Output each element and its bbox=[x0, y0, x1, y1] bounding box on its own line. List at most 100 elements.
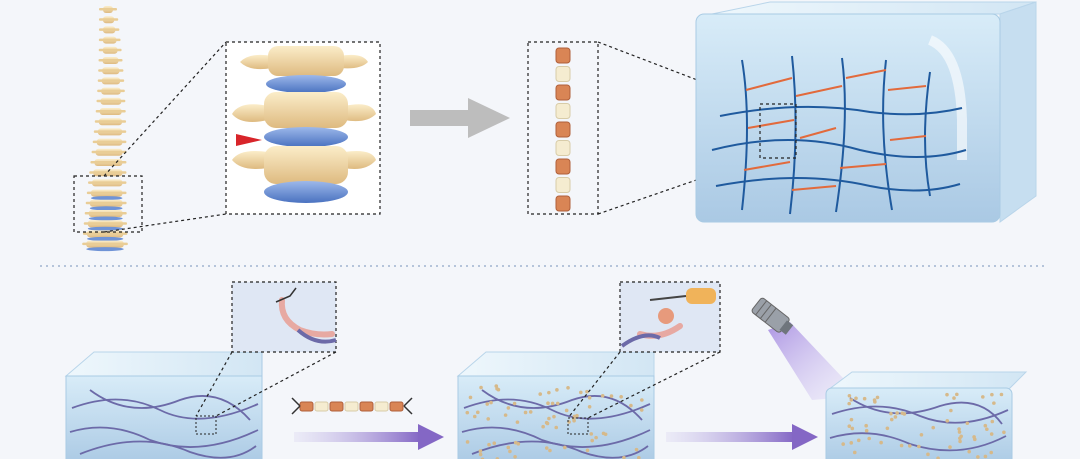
crosslinker-bead bbox=[847, 424, 852, 429]
crosslinker-bead bbox=[640, 398, 644, 402]
lumbar-vertebrae-illustration bbox=[225, 41, 381, 215]
crosslinker-bead bbox=[590, 438, 595, 443]
crosslinker-bead bbox=[889, 411, 893, 416]
crosslinker-bead bbox=[587, 404, 592, 409]
crosslinker-bead bbox=[990, 419, 995, 424]
vertebra-process bbox=[95, 110, 126, 113]
crosslinker-bead bbox=[528, 410, 533, 414]
crosslinker-bead bbox=[600, 393, 605, 398]
dumbbell-segment bbox=[329, 401, 344, 412]
crosslinker-bead bbox=[541, 424, 545, 429]
vertebra-process bbox=[82, 242, 128, 246]
crosslinker-bead bbox=[465, 410, 470, 415]
dumbbell-crosslinker bbox=[291, 397, 413, 415]
crosslinker-bead bbox=[981, 395, 985, 399]
chain-soft-segment bbox=[555, 103, 571, 119]
vertebra-process bbox=[94, 120, 127, 123]
purple-arrow-one bbox=[294, 424, 444, 450]
crosslinker-bead bbox=[506, 406, 511, 410]
crosslinker-bead bbox=[546, 401, 550, 406]
crosslinker-bead bbox=[585, 389, 589, 394]
vertebra-process bbox=[89, 171, 127, 174]
spinal-disc bbox=[88, 216, 123, 221]
crosslinker-bead bbox=[873, 400, 877, 404]
crosslinker-bead bbox=[864, 423, 868, 428]
crosslinker-bead bbox=[957, 430, 962, 434]
vertebra-process bbox=[96, 99, 126, 103]
crosslinker-bead bbox=[936, 456, 940, 459]
crosslinker-bead bbox=[495, 386, 499, 391]
crosslinker-bead bbox=[907, 444, 912, 448]
zoom-line-lower bbox=[103, 213, 227, 233]
crosslinker-bead bbox=[989, 432, 994, 436]
crosslinker-bead bbox=[587, 395, 592, 400]
crosslinker-bead bbox=[622, 455, 626, 459]
mixed-zoom-box bbox=[567, 417, 589, 435]
crosslinker-bead bbox=[547, 416, 551, 421]
vertebra-process bbox=[83, 222, 127, 225]
spinal-disc bbox=[87, 226, 123, 231]
vertebra-process bbox=[98, 38, 121, 42]
spinal-disc bbox=[86, 236, 124, 241]
crosslinker-bead bbox=[889, 417, 894, 422]
red-pointer-arrow bbox=[236, 134, 262, 146]
crosslinker-bead bbox=[849, 441, 854, 445]
crosslinker-chain-illustration bbox=[527, 41, 599, 215]
chain-soft-segment bbox=[555, 177, 571, 193]
crosslinker-bead bbox=[585, 448, 590, 453]
spine-zoom-box bbox=[73, 175, 143, 233]
crosslinker-bead bbox=[555, 388, 559, 392]
crosslinker-bead bbox=[850, 426, 855, 431]
crosslinker-bead bbox=[949, 408, 953, 413]
crosslinker-bead bbox=[554, 425, 559, 430]
dumbbell-segment bbox=[299, 401, 314, 412]
crosslinker-bead bbox=[854, 396, 858, 401]
dumbbell-segment bbox=[314, 401, 329, 412]
network-zoom-box bbox=[759, 103, 797, 159]
vertebra-process bbox=[82, 232, 128, 235]
zoom-line-upper bbox=[103, 41, 227, 177]
crosslinker-bead bbox=[957, 427, 961, 431]
crosslinker-bead bbox=[485, 402, 490, 406]
crosslinker-bead bbox=[636, 455, 641, 459]
crosslinker-bead bbox=[465, 440, 470, 444]
crosslinker-bead bbox=[506, 445, 511, 450]
crosslinker-bead bbox=[544, 420, 549, 425]
vertebra-process bbox=[85, 201, 127, 205]
vertebra-process bbox=[97, 79, 125, 82]
dumbbell-segment bbox=[389, 401, 404, 412]
crosslinker-bead bbox=[513, 440, 518, 445]
chain-zoom-box bbox=[527, 41, 599, 215]
spinal-disc bbox=[86, 247, 124, 252]
dumbbell-end-right bbox=[403, 397, 413, 415]
crosslinker-bead bbox=[563, 445, 567, 450]
crosslinker-bead bbox=[579, 390, 583, 395]
crosslinker-bead bbox=[856, 438, 861, 443]
crosslinker-bead bbox=[548, 448, 552, 453]
mixed-gel-cube bbox=[456, 351, 655, 459]
crosslinker-bead bbox=[983, 423, 988, 428]
crosslinker-bead bbox=[976, 455, 980, 459]
crosslinker-bead bbox=[879, 440, 883, 445]
crosslinker-bead bbox=[983, 454, 988, 459]
chain-zoom-line-lower bbox=[597, 157, 761, 215]
spinal-disc bbox=[90, 196, 123, 201]
crosslinker-bead bbox=[508, 449, 512, 454]
crosslinker-bead bbox=[479, 385, 483, 390]
vertebra-process bbox=[98, 28, 120, 31]
spine-illustration bbox=[82, 6, 128, 252]
crosslinker-bead bbox=[639, 408, 644, 412]
crosslinker-bead bbox=[948, 445, 952, 449]
purple-arrow-two bbox=[666, 424, 818, 450]
crosslinker-bead bbox=[523, 410, 528, 415]
spinal-disc bbox=[89, 206, 123, 211]
crosslinker-bead bbox=[917, 444, 921, 449]
vertebra-process bbox=[88, 181, 127, 184]
crosslinker-bead bbox=[965, 421, 970, 426]
vertebra-process bbox=[99, 8, 117, 11]
chain-hard-segment bbox=[555, 195, 571, 212]
crosslinker-bead bbox=[478, 452, 483, 457]
dumbbell-segment bbox=[359, 401, 374, 412]
cured-gel-cube bbox=[825, 371, 1028, 459]
crosslinker-bead bbox=[487, 442, 491, 447]
